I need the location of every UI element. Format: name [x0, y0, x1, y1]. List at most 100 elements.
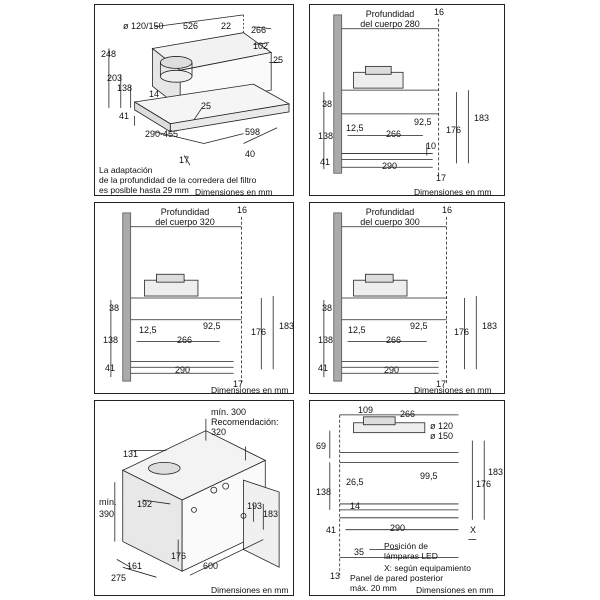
dim-183: 183: [279, 321, 295, 331]
dim-176: 176: [446, 125, 462, 135]
dim-183: 183: [488, 467, 504, 477]
depth-title: Profundidad del cuerpo 280: [360, 9, 420, 29]
side-section-300: [323, 212, 477, 384]
dim-266: 266: [177, 335, 193, 345]
dim-diameter-120: ø 120: [430, 421, 454, 431]
dim-290: 290: [390, 523, 406, 533]
panel-depth-320: Profundidad del cuerpo 320 16 38 183 92,…: [94, 202, 295, 395]
dim-248: 248: [101, 49, 117, 59]
cabinet-3d-drawing: [114, 418, 280, 578]
dim-526: 526: [183, 21, 199, 31]
dim-35: 35: [354, 547, 365, 557]
dim-193: 193: [247, 501, 263, 511]
dim-16: 16: [442, 205, 453, 215]
dim-38: 38: [322, 303, 333, 313]
dim-183: 183: [263, 509, 279, 519]
dim-176: 176: [251, 327, 267, 337]
dim-176: 176: [476, 479, 492, 489]
dim-12-5: 12,5: [139, 325, 157, 335]
dim-176: 176: [454, 327, 470, 337]
dim-22: 22: [221, 21, 232, 31]
dim-600: 600: [203, 561, 219, 571]
dim-161: 161: [127, 561, 143, 571]
dim-92-5: 92,5: [410, 321, 428, 331]
recommendation: Recomendación:: [211, 417, 279, 427]
dim-41: 41: [326, 525, 337, 535]
units-label: Dimensiones en mm: [414, 187, 492, 197]
x-equipment-note: X: según equipamiento: [384, 563, 471, 573]
dim-41: 41: [119, 111, 130, 121]
dim-17: 17: [233, 379, 244, 389]
units-label: Dimensiones en mm: [414, 385, 492, 395]
led-section-drawing: [329, 414, 485, 576]
units-label: Dimensiones en mm: [211, 385, 289, 395]
dim-266: 266: [386, 335, 402, 345]
dim-390: 390: [99, 509, 115, 519]
dim-14: 14: [149, 89, 160, 99]
dim-41: 41: [318, 363, 329, 373]
back-panel-note: Panel de pared posterior máx. 20 mm: [350, 573, 444, 593]
dim-25-top: 25: [273, 55, 284, 65]
dim-109: 109: [358, 405, 374, 415]
dim-290: 290: [175, 365, 191, 375]
dim-14: 14: [350, 501, 361, 511]
dim-176: 176: [171, 551, 187, 561]
dim-16: 16: [237, 205, 248, 215]
dim-138: 138: [117, 83, 133, 93]
dim-17: 17: [179, 155, 190, 165]
dim-16: 16: [434, 7, 445, 17]
panel-cabinet-installation: mín. 300 Recomendación: 320 131 mín. 390…: [94, 400, 294, 596]
dim-10: 10: [426, 141, 437, 151]
dim-138: 138: [318, 131, 334, 141]
min-label: mín.: [99, 497, 117, 507]
dim-12-5: 12,5: [348, 325, 366, 335]
dim-266: 266: [400, 409, 416, 419]
dim-266: 266: [386, 129, 402, 139]
dim-266: 266: [251, 25, 267, 35]
dim-41: 41: [105, 363, 116, 373]
dim-138: 138: [103, 335, 119, 345]
dim-38: 38: [322, 99, 333, 109]
dim-598: 598: [245, 127, 261, 137]
dim-290: 290: [384, 365, 400, 375]
dim-38: 38: [109, 303, 120, 313]
side-section-280: [323, 14, 469, 176]
panel-led-section: 109 266 ø 120 ø 150 69 26,5 99,5 138 14 …: [309, 400, 505, 596]
dim-138: 138: [318, 335, 334, 345]
dim-192: 192: [137, 499, 153, 509]
dim-99-5: 99,5: [420, 471, 438, 481]
dim-69: 69: [316, 441, 327, 451]
dim-203: 203: [107, 73, 123, 83]
depth-title: Profundidad del cuerpo 300: [360, 207, 420, 227]
dim-290: 290: [382, 161, 398, 171]
panel-3d-dimensions: ø 120/150 526 22 266 248 102 25 203 138 …: [94, 4, 294, 197]
panel-depth-300: Profundidad del cuerpo 300 16 38 183 92,…: [309, 202, 505, 395]
dim-diameter-150: ø 150: [430, 431, 454, 441]
dim-26-5: 26,5: [346, 477, 364, 487]
dim-275: 275: [111, 573, 127, 583]
units-label: Dimensiones en mm: [416, 585, 494, 595]
min-300: mín. 300: [211, 407, 247, 417]
dim-duct-diameter: ø 120/150: [123, 21, 164, 31]
depth-title: Profundidad del cuerpo 320: [155, 207, 215, 227]
dim-183: 183: [474, 113, 490, 123]
units-label: Dimensiones en mm: [211, 585, 289, 595]
dim-17: 17: [436, 379, 447, 389]
led-position-note: Posición de lámparas LED: [384, 541, 438, 561]
side-section-320: [110, 212, 274, 384]
dim-138: 138: [316, 487, 332, 497]
x-marker: X: [470, 525, 477, 535]
dim-102: 102: [253, 41, 269, 51]
hood-3d-drawing: [108, 14, 291, 166]
units-label: Dimensiones en mm: [195, 187, 273, 197]
dim-25-bottom: 25: [201, 101, 212, 111]
dim-40: 40: [245, 149, 256, 159]
dim-290-455: 290-455: [145, 129, 179, 139]
dim-12-5: 12,5: [346, 123, 364, 133]
dim-320: 320: [211, 427, 227, 437]
dim-17: 17: [436, 173, 447, 183]
dim-13: 13: [330, 571, 341, 581]
dim-183: 183: [482, 321, 498, 331]
dim-92-5: 92,5: [203, 321, 221, 331]
dim-131: 131: [123, 449, 139, 459]
